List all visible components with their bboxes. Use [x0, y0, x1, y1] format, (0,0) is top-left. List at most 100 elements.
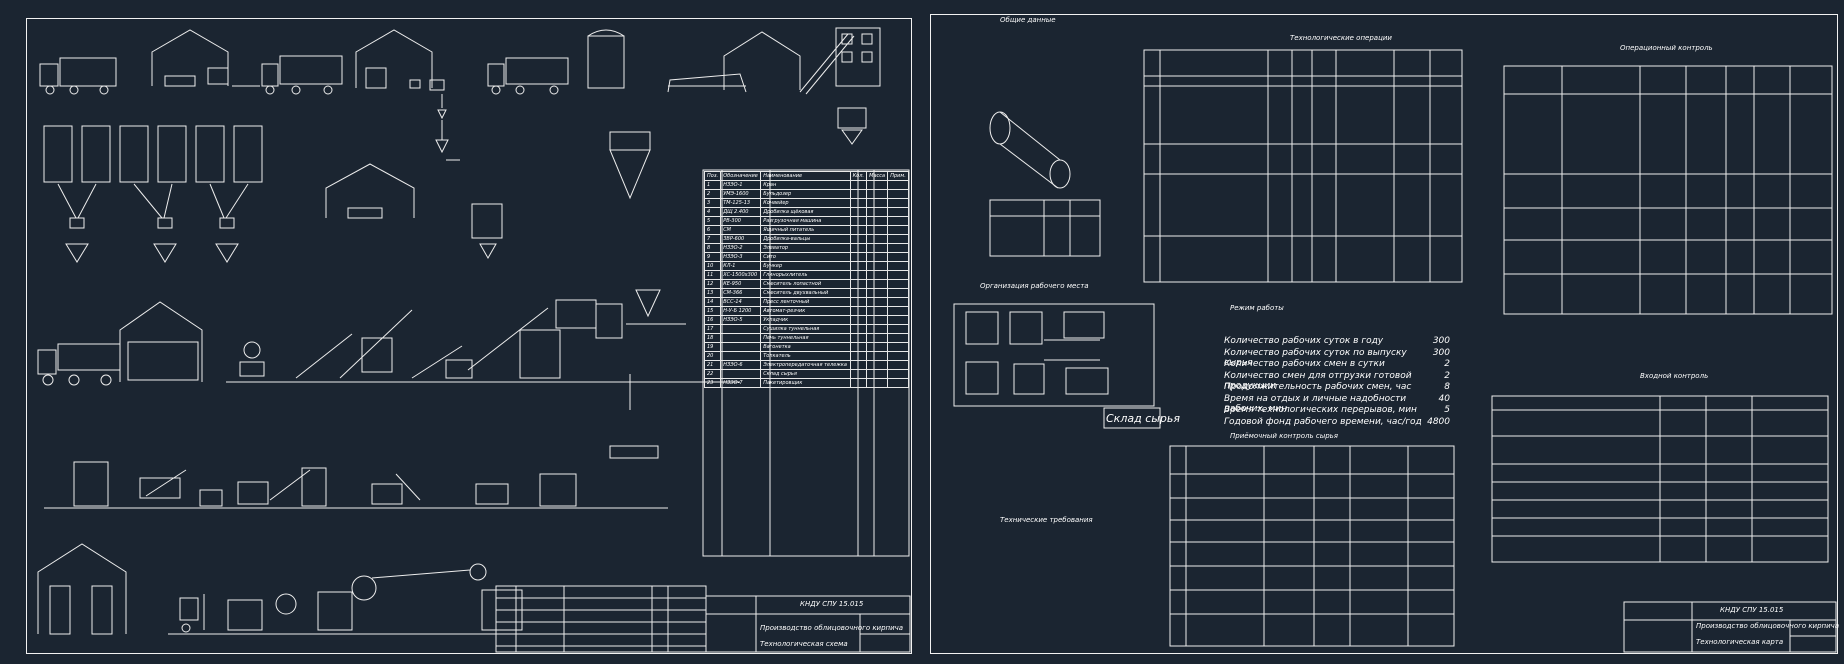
table-cell — [849, 225, 868, 235]
table-cell — [887, 351, 909, 361]
table-cell: Н-У-Б 1200 — [720, 306, 762, 316]
table-cell — [887, 189, 909, 199]
table-cell: ХС-1500х300 — [720, 270, 762, 280]
table-cell — [866, 261, 889, 271]
dump-truck-icon — [37, 343, 121, 386]
table-cell: Кран — [760, 180, 851, 190]
table-cell — [849, 306, 868, 316]
table-cell — [887, 288, 909, 298]
table-cell: Укладчик — [760, 315, 851, 325]
table-cell — [866, 207, 889, 217]
production-line — [226, 289, 740, 410]
table-cell — [887, 378, 909, 388]
table-cell: 6 — [703, 225, 722, 235]
table-cell: 8 — [703, 243, 722, 253]
table-cell — [849, 297, 868, 307]
table-cell — [866, 234, 889, 244]
forklift-icon — [179, 594, 205, 633]
warehouse-shed-icon — [37, 543, 127, 635]
table-cell: 7 — [703, 234, 722, 244]
table-cell — [866, 270, 889, 280]
table-cell — [849, 333, 868, 343]
table-cell — [849, 180, 868, 190]
table-cell: РВ-300 — [720, 216, 762, 226]
table-header: Прим. — [887, 171, 909, 181]
table-cell: Дробилка щёковая — [760, 207, 851, 217]
equipment-table: Поз. Обозначение Наименование Кол. Масса… — [703, 171, 909, 388]
warehouse-shed-icon — [325, 163, 415, 219]
table-cell — [887, 342, 909, 352]
table-cell — [866, 180, 889, 190]
table-cell — [849, 315, 868, 325]
table-cell: 16 — [703, 315, 722, 325]
table-cell: НЗЭО-2 — [720, 243, 762, 253]
table-cell: Электропередаточная тележка — [760, 360, 851, 370]
right-title-code: КНДУ СПУ 15.015 — [1720, 606, 1784, 614]
table-cell — [849, 198, 868, 208]
table-cell — [849, 252, 868, 262]
table-cell — [887, 297, 909, 307]
table-cell: 14 — [703, 297, 722, 307]
table-cell: ДЩ 2.400 — [720, 207, 762, 217]
table-cell — [887, 234, 909, 244]
conveyor-shed-icon — [667, 73, 747, 93]
table-cell: Вагонетка — [760, 342, 851, 352]
table-cell — [720, 342, 762, 352]
table-cell — [849, 216, 868, 226]
table-cell — [849, 270, 868, 280]
table-cell: СМ — [720, 225, 762, 235]
table-cell: 17 — [703, 324, 722, 334]
packaging-line — [168, 563, 540, 635]
section-acceptance-control: Входной контроль — [1640, 372, 1709, 380]
table-cell — [887, 324, 909, 334]
table-cell: Конвейер — [760, 198, 851, 208]
table-cell — [849, 234, 868, 244]
table-cell: Толкатель — [760, 351, 851, 361]
table-cell: ЗВР-600 — [720, 234, 762, 244]
table-cell — [866, 243, 889, 253]
list-item: Количество смен для отгрузки готовой про… — [1224, 370, 1450, 391]
table-cell: Пресс ленточный — [760, 297, 851, 307]
table-header: Наименование — [760, 171, 851, 181]
table-cell — [720, 333, 762, 343]
table-cell — [866, 252, 889, 262]
table-cell — [866, 360, 889, 370]
table-cell: КЛ-1 — [720, 261, 762, 271]
storage-tower-icon — [835, 27, 881, 87]
list-item: Время на отдых и личные надобности рабоч… — [1224, 393, 1450, 414]
table-cell — [866, 279, 889, 289]
table-cell — [887, 333, 909, 343]
table-cell: НЗЭО-7 — [720, 378, 762, 388]
table-cell: 18 — [703, 333, 722, 343]
left-title-code: КНДУ СПУ 15.015 — [800, 600, 864, 608]
table-cell — [887, 207, 909, 217]
left-drawing-sheet — [26, 18, 912, 654]
table-header: Поз. — [703, 171, 722, 181]
table-cell: 15 — [703, 306, 722, 316]
right-title-name: Производство облицовочного кирпича — [1696, 622, 1840, 630]
table-cell: Сито — [760, 252, 851, 262]
table-cell — [720, 369, 762, 379]
section-tech-requirements: Технические требования — [1000, 516, 1093, 524]
list-item: Количество рабочих суток по выпуску сырь… — [1224, 347, 1450, 368]
table-cell — [720, 351, 762, 361]
table-cell — [887, 360, 909, 370]
table-cell — [849, 324, 868, 334]
table-cell — [866, 216, 889, 226]
table-cell — [849, 342, 868, 352]
table-cell: 12 — [703, 279, 722, 289]
table-cell — [866, 315, 889, 325]
table-header: Кол. — [849, 171, 868, 181]
table-cell: 20 — [703, 351, 722, 361]
table-cell — [849, 261, 868, 271]
